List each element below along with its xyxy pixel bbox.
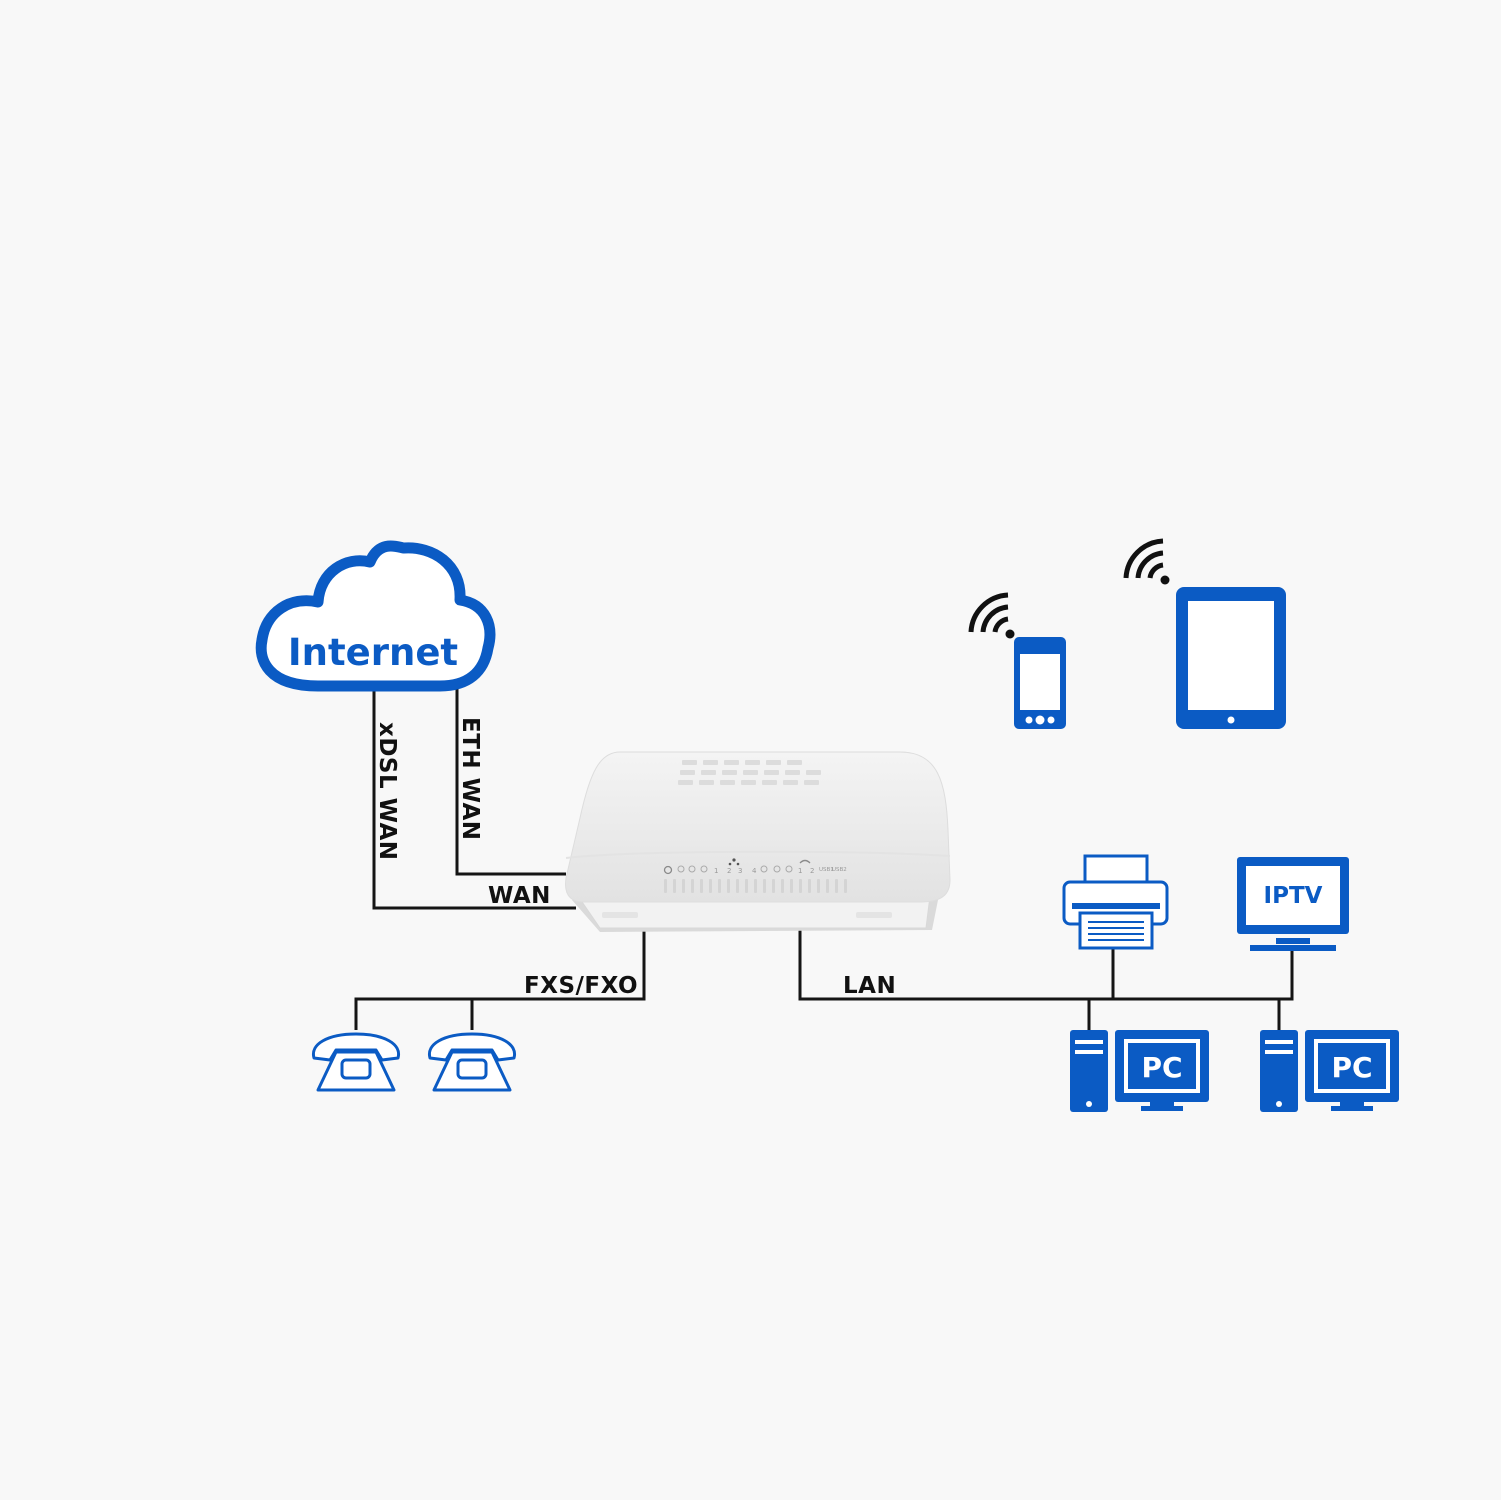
router-vents <box>678 760 821 785</box>
lan-line <box>798 926 1294 1001</box>
smartphone-icon <box>1014 637 1066 729</box>
eth-wan-line <box>455 688 566 876</box>
connection-wires <box>354 688 1294 1030</box>
phone-port-number: 2 <box>810 867 814 875</box>
fxs-fxo-line <box>354 926 646 1030</box>
router-led-panel: 1 2 3 4 1 2 USB1 USB2 <box>663 858 847 875</box>
wan-label: WAN <box>488 883 551 909</box>
phone-led-icon <box>799 859 811 864</box>
phone-icon <box>428 1032 516 1092</box>
lan-port-number: 3 <box>738 867 742 875</box>
iptv-label: IPTV <box>1264 883 1323 909</box>
usb-label: USB2 <box>832 867 847 873</box>
wifi-icon <box>968 592 1015 639</box>
desktop-pc-icon: PC <box>1260 1030 1399 1112</box>
xdsl-wan-line <box>372 688 576 910</box>
pc-2-label: PC <box>1331 1051 1372 1084</box>
xdsl-wan-label: xDSL WAN <box>374 722 400 861</box>
lan-label: LAN <box>843 973 896 999</box>
power-led-icon <box>663 865 673 875</box>
tablet-icon <box>1176 587 1286 729</box>
pc-1-label: PC <box>1141 1051 1182 1084</box>
phone-icon <box>312 1032 400 1092</box>
eth-wan-label: ETH WAN <box>457 717 483 841</box>
fxs-fxo-label: FXS/FXO <box>524 973 638 999</box>
cloud-label: Internet <box>288 631 458 674</box>
cloud-icon: Internet <box>255 540 496 692</box>
lan-port-number: 4 <box>752 867 757 875</box>
wifi-icon <box>1123 538 1170 585</box>
lan-port-number: 2 <box>727 867 731 875</box>
usb-label: USB1 <box>819 867 834 873</box>
lan-port-number: 1 <box>714 867 718 875</box>
phone-port-number: 1 <box>798 867 802 875</box>
router-grille <box>664 879 847 893</box>
router-icon: 1 2 3 4 1 2 USB1 USB2 <box>565 751 951 932</box>
tv-icon: IPTV <box>1237 857 1349 951</box>
desktop-pc-icon: PC <box>1070 1030 1209 1112</box>
printer-icon <box>1062 854 1169 950</box>
